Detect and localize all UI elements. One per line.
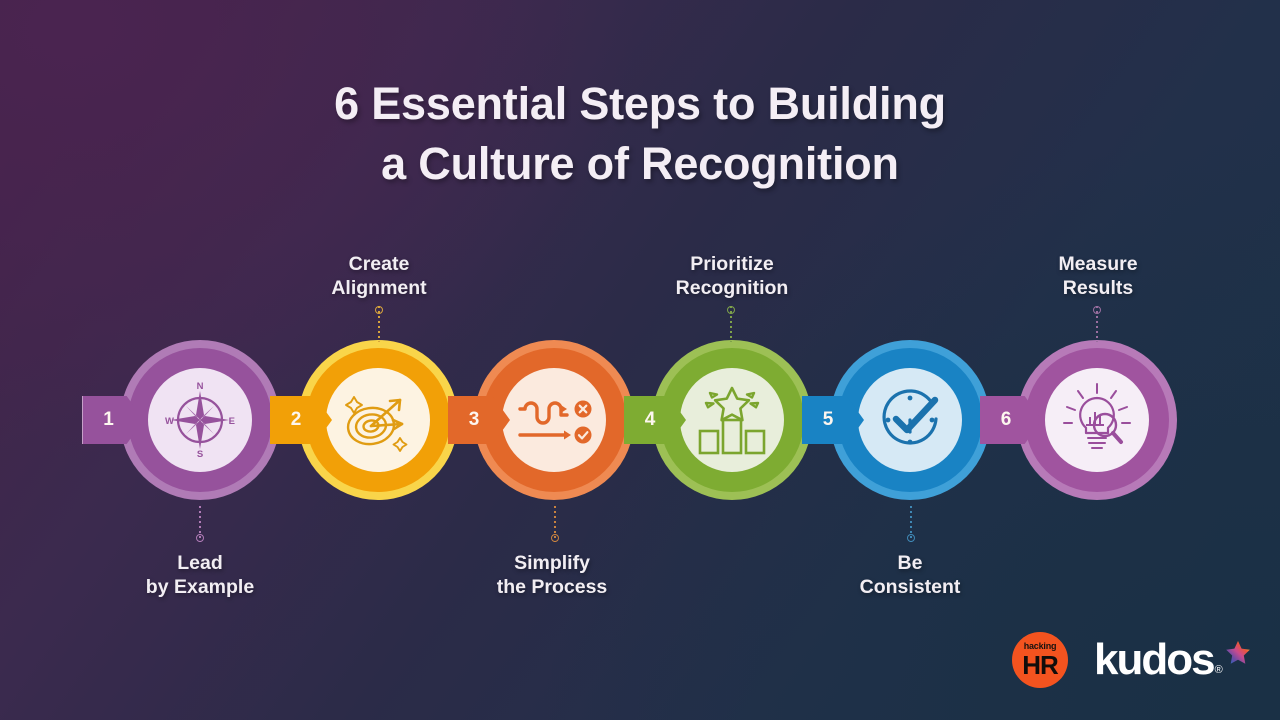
step-caption-2-line1: Create xyxy=(348,253,410,275)
step-caption-5-line2: Consistent xyxy=(859,575,961,598)
compass-label-east: E xyxy=(229,416,235,427)
step-disc-5 xyxy=(858,368,962,472)
compass-icon: N S W E xyxy=(165,382,235,458)
clock-check-icon xyxy=(882,389,939,445)
compass-label-south: S xyxy=(197,449,203,458)
step-leader-5 xyxy=(907,506,915,542)
compass-label-north: N xyxy=(197,382,204,392)
logo-row: hacking HR kudos ® xyxy=(1012,632,1251,688)
hacking-hr-logo[interactable]: hacking HR xyxy=(1012,632,1068,688)
step-leader-4 xyxy=(727,306,735,342)
title-line-1: 6 Essential Steps to Building xyxy=(334,78,946,129)
target-arrows-icon xyxy=(345,396,408,452)
kudos-registered-mark: ® xyxy=(1214,664,1223,676)
step-number-2: 2 xyxy=(290,409,302,430)
step-disc-1: N S W E xyxy=(148,368,252,472)
step-caption-5: Be Consistent xyxy=(780,552,1040,599)
hacking-hr-top-text: hacking xyxy=(1023,641,1057,651)
step-number-1: 1 xyxy=(103,409,114,430)
step-leader-1 xyxy=(196,506,204,542)
kudos-wordmark: kudos xyxy=(1094,635,1216,684)
step-caption-4-line2: Recognition xyxy=(675,276,789,299)
step-leader-6 xyxy=(1093,306,1101,342)
step-caption-2: Create Alignment xyxy=(249,253,509,300)
title-line-2: a Culture of Recognition xyxy=(381,138,899,189)
step-disc-3 xyxy=(502,368,606,472)
page-title: 6 Essential Steps to Building a Culture … xyxy=(0,74,1280,194)
step-caption-4: Prioritize Recognition xyxy=(602,253,862,300)
hacking-hr-main-text: HR xyxy=(1022,650,1059,680)
step-disc-2 xyxy=(326,368,430,472)
step-number-6: 6 xyxy=(1000,409,1012,430)
step-number-4: 4 xyxy=(644,409,656,430)
step-caption-1-line2: by Example xyxy=(145,575,255,598)
compass-label-west: W xyxy=(165,416,174,427)
step-caption-6-line2: Results xyxy=(1062,276,1134,299)
step-number-5: 5 xyxy=(822,409,834,430)
step-caption-2-line2: Alignment xyxy=(331,276,427,299)
star-icon xyxy=(1225,641,1250,664)
step-caption-1: Lead by Example xyxy=(70,552,330,599)
kudos-logo[interactable]: kudos ® xyxy=(1094,638,1251,682)
podium-star-icon xyxy=(698,386,766,455)
step-caption-6: Measure Results xyxy=(968,253,1228,300)
step-caption-3: Simplify the Process xyxy=(422,552,682,599)
step-caption-4-line1: Prioritize xyxy=(690,253,774,275)
squiggle-vs-straight-arrow-icon xyxy=(518,400,592,444)
step-leader-3 xyxy=(551,506,559,542)
step-disc-6 xyxy=(1045,368,1149,472)
step-caption-3-line1: Simplify xyxy=(514,552,590,574)
lightbulb-chart-magnifier-icon xyxy=(1063,383,1131,449)
step-caption-6-line1: Measure xyxy=(1058,253,1138,275)
step-disc-4 xyxy=(680,368,784,472)
step-number-3: 3 xyxy=(468,409,480,430)
step-leader-2 xyxy=(375,306,383,342)
step-caption-1-line1: Lead xyxy=(177,552,223,574)
step-caption-3-line2: the Process xyxy=(496,575,608,598)
step-caption-5-line1: Be xyxy=(897,552,923,574)
